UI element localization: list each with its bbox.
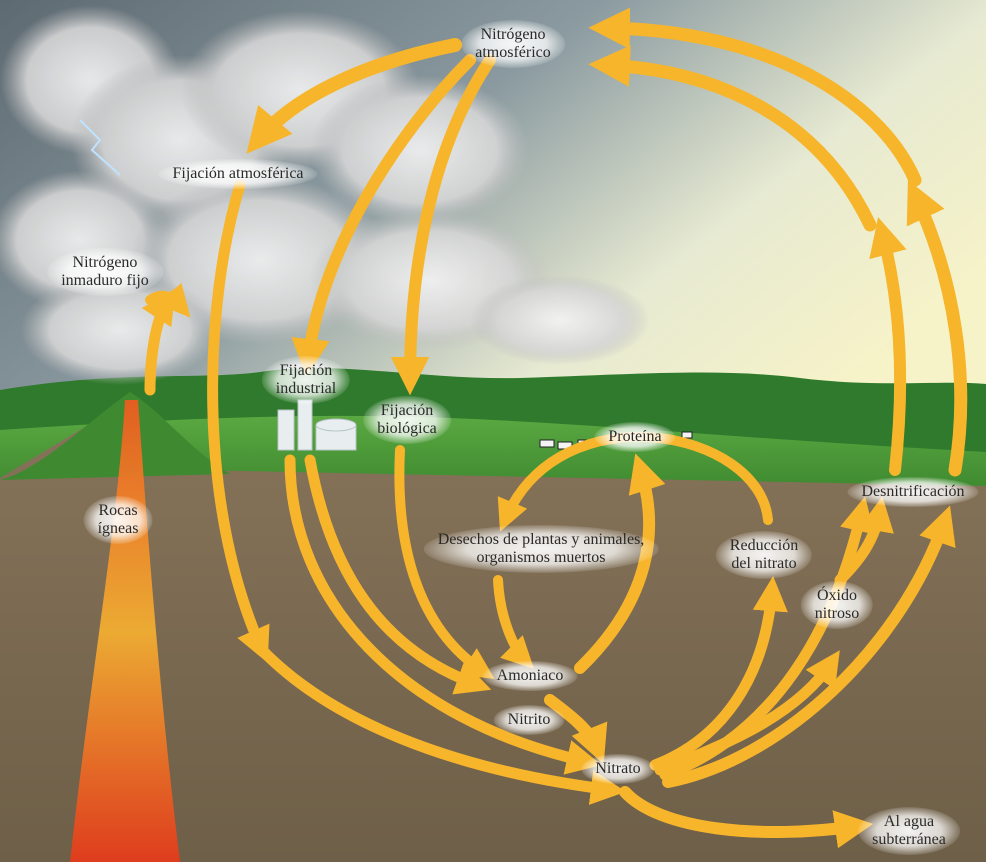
arrow-nitrato-to-agua (619, 786, 874, 849)
arrow-to-nitrato-left (256, 644, 626, 805)
arrow-desechos-to-amoniaco (493, 575, 535, 670)
arrow-biologica-to-amoniaco (394, 445, 495, 680)
arrow-amoniaco-to-proteina (574, 453, 666, 674)
arrow-nitrato-to-desnitri-2 (662, 505, 956, 788)
arrow-volcano-up (141, 288, 176, 396)
label-nitrato: Nitrato (581, 754, 655, 784)
soil (0, 400, 986, 862)
arrow-amoniaco-to-nitrato (544, 694, 608, 765)
arrow-up-to-atm-2 (588, 7, 922, 187)
arrow-fijacion-atm-down (207, 179, 270, 663)
label-desechos: Desechos de plantas y animales,organismo… (423, 525, 659, 573)
arrow-up-to-atm-1 (588, 45, 877, 232)
arrow-atm-to-biologica (390, 54, 496, 396)
arrow-oxido-to-desnitri (834, 496, 894, 586)
lightning (79, 119, 121, 176)
arrow-industrial-to-amoniaco (304, 454, 492, 695)
arrow-nitrato-to-reduccion (649, 575, 788, 771)
label-fijacion-atmosferica: Fijación atmosférica (158, 159, 318, 189)
lava (70, 400, 180, 862)
label-amoniaco: Amoniaco (482, 661, 578, 691)
arrow-atm-to-industrial (291, 54, 476, 378)
arrow-desnitri-up-2 (906, 179, 968, 477)
label-proteina: Proteína (594, 422, 676, 452)
volcano (0, 392, 230, 480)
factory (277, 399, 357, 451)
arrow-desnitri-up-1 (869, 217, 907, 476)
arrow-nitrato-to-desnitri-1 (659, 496, 875, 781)
arrow-industrial-to-nitrato (284, 454, 602, 775)
arrow-atm-to-fijacion-atm (246, 38, 462, 154)
arrows (141, 7, 968, 849)
label-nitrito: Nitrito (493, 705, 565, 735)
label-desnitrificacion: Desnitrificación (847, 477, 979, 507)
